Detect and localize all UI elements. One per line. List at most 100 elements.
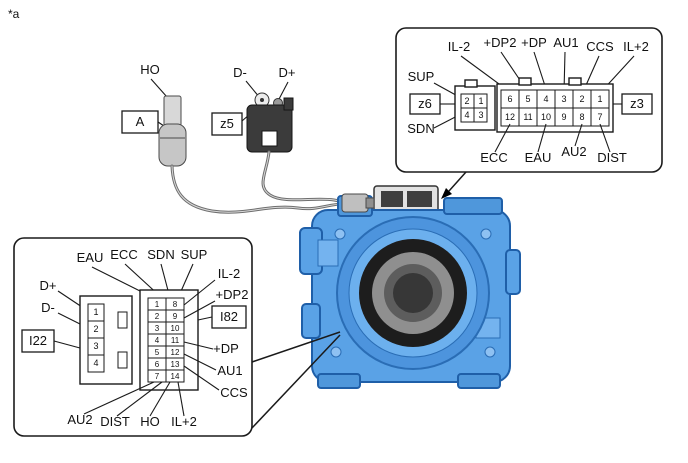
bl-leader-au2 — [83, 381, 155, 415]
connector-a-box-label: A — [136, 114, 145, 129]
i82-pin: 7 — [155, 372, 160, 381]
tr-bottom-label-au2: AU2 — [561, 144, 586, 159]
i82-pin: 2 — [155, 312, 160, 321]
i22-pin: 3 — [93, 341, 98, 351]
z6-pin: 3 — [478, 110, 483, 120]
i22-latch-lower — [117, 351, 128, 369]
assembly-detail-left — [317, 239, 339, 267]
z3-pin: 8 — [579, 112, 584, 122]
z5-box — [211, 112, 243, 136]
screw-bottom-right — [484, 346, 496, 358]
bl-leader-ccs — [183, 365, 220, 391]
top-pointer-arrowhead — [441, 188, 452, 199]
top-callout-pointer — [441, 171, 467, 199]
bl-leader-au1 — [183, 353, 217, 371]
tr-sup-label: SUP — [408, 69, 435, 84]
bottom-pointer-line-lower — [251, 334, 341, 429]
bl-top-label-sup: SUP — [181, 247, 208, 262]
callout-top-right: IL-2 +DP2 +DP AU1 CCS IL+2 SUP SDN z6 z3… — [395, 27, 663, 173]
bl-top-label-ecc: ECC — [110, 247, 137, 262]
bl-right-label-au1: AU1 — [217, 363, 242, 378]
i82-pin: 5 — [155, 348, 160, 357]
bl-bottom-label-dist: DIST — [100, 414, 130, 429]
i82-pin: 12 — [171, 348, 180, 357]
tr-leader-au2 — [574, 123, 583, 147]
i22-pin: 1 — [93, 307, 98, 317]
i82-leader-line — [197, 316, 213, 321]
i22-box-label: I22 — [29, 333, 47, 348]
i82-pin: 10 — [171, 324, 180, 333]
ho-label: HO — [140, 62, 160, 77]
connector-a-plug-body — [158, 123, 187, 167]
bl-top-label-sdn: SDN — [147, 247, 174, 262]
terminal-d-minus-center — [260, 98, 264, 102]
z6-box-label: z6 — [418, 96, 432, 111]
i22-housing — [79, 295, 133, 385]
i82-pin: 6 — [155, 360, 160, 369]
i82-pin: 11 — [171, 336, 180, 345]
z6-pin: 4 — [464, 110, 469, 120]
top-pointer-line — [448, 171, 467, 192]
z3-pin: 9 — [561, 112, 566, 122]
z3-pin: 6 — [507, 94, 512, 104]
horn-wire-highlight — [171, 165, 347, 213]
harness-plug — [341, 193, 369, 213]
bottom-callout-pointer — [251, 331, 341, 429]
z3-pin: 2 — [579, 94, 584, 104]
bl-d-plus-label: D+ — [40, 278, 57, 293]
bl-leader-dp — [183, 341, 214, 350]
assembly-left-lower-block — [301, 303, 321, 339]
tr-top-label-dp: +DP — [521, 35, 547, 50]
i82-pin: 8 — [173, 300, 178, 309]
bl-leader-ho — [149, 381, 171, 417]
i82-box-label: I82 — [220, 309, 238, 324]
bl-top-label-eau: EAU — [77, 250, 104, 265]
bl-bottom-label-ilp2: IL+2 — [171, 414, 197, 429]
i22-leader-line — [53, 340, 81, 349]
z3-pin: 5 — [525, 94, 530, 104]
bl-bottom-label-au2: AU2 — [67, 412, 92, 427]
z6-pin: 1 — [478, 96, 483, 106]
bl-leader-il2 — [183, 279, 216, 306]
screw-top-left — [334, 228, 346, 240]
z5-box-label: z5 — [220, 116, 234, 131]
bottom-pointer-line-upper — [251, 331, 341, 363]
tr-bottom-label-ecc: ECC — [480, 150, 507, 165]
assembly-top-right-ledge — [443, 197, 503, 215]
sensor-part-group: D- D+ z5 — [211, 65, 351, 206]
i82-pin: 13 — [171, 360, 180, 369]
i82-housing — [139, 289, 199, 391]
callout-bottom-left: EAU ECC SDN SUP D+ D- I22 1 2 3 4 — [13, 237, 253, 437]
bl-right-label-dp2: +DP2 — [216, 287, 249, 302]
bl-right-label-dp: +DP — [213, 341, 239, 356]
bl-right-label-il2: IL-2 — [218, 266, 240, 281]
z3-box-label: z3 — [630, 96, 644, 111]
z3-pin: 1 — [597, 94, 602, 104]
i22-pin: 2 — [93, 324, 98, 334]
tr-bottom-label-dist: DIST — [597, 150, 627, 165]
top-connector-slot-right — [407, 191, 432, 207]
ho-leader-line — [150, 78, 168, 98]
top-connector-slot-left — [381, 191, 403, 207]
connector-a-plug-top — [163, 95, 182, 127]
rotor-center-hole — [393, 273, 433, 313]
screw-bottom-left — [330, 346, 342, 358]
z3-pin: 7 — [597, 112, 602, 122]
z3-housing-tab-left — [518, 77, 532, 86]
z3-pin: 4 — [543, 94, 548, 104]
assembly-foot-left — [317, 373, 361, 389]
i22-pin: 4 — [93, 358, 98, 368]
bl-bottom-label-ho: HO — [140, 414, 160, 429]
bl-leader-dp2 — [183, 300, 216, 319]
z6-housing-tab — [464, 79, 478, 88]
assembly-right-tab — [505, 249, 521, 295]
tr-sdn-label: SDN — [407, 121, 434, 136]
bl-d-minus-label: D- — [41, 300, 55, 315]
sensor-wire — [261, 150, 351, 206]
bl-right-label-ccs: CCS — [220, 385, 248, 400]
tr-top-label-ilp2: IL+2 — [623, 39, 649, 54]
screw-top-right — [480, 228, 492, 240]
z3-pin: 11 — [523, 112, 532, 122]
harness-plug-latch — [365, 197, 375, 209]
